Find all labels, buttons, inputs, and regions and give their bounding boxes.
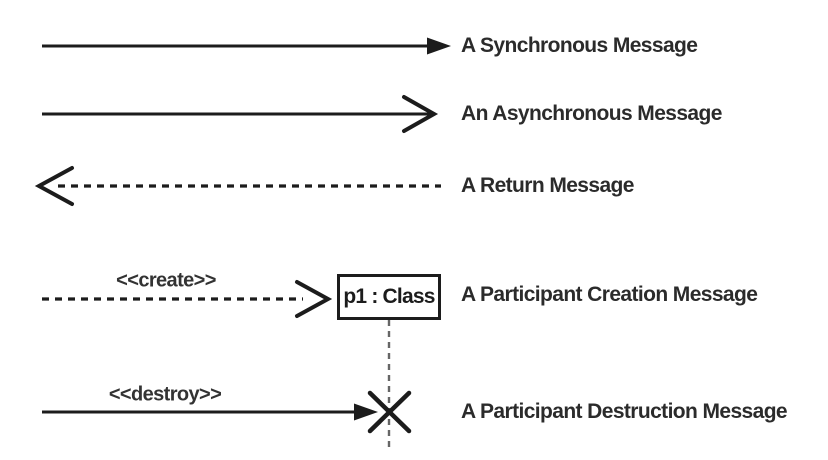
legend-label-asynchronous: An Asynchronous Message	[461, 102, 722, 125]
filled-arrowhead-icon	[427, 37, 451, 55]
destroy-stereotype-label: <<destroy>>	[108, 383, 222, 406]
legend-label-creation: A Participant Creation Message	[461, 283, 758, 306]
participant-name: p1 : Class	[343, 285, 435, 308]
open-arrowhead-icon	[34, 166, 74, 206]
destruction-message-arrow	[42, 403, 378, 421]
filled-arrowhead-icon	[354, 403, 378, 421]
legend-label-destruction: A Participant Destruction Message	[461, 400, 788, 423]
open-arrowhead-icon	[402, 95, 439, 133]
create-stereotype-label: <<create>>	[116, 269, 216, 292]
creation-message-arrow	[42, 280, 333, 318]
legend-label-synchronous: A Synchronous Message	[461, 34, 698, 57]
synchronous-message-arrow	[42, 37, 451, 55]
participant-box: p1 : Class	[337, 274, 441, 320]
return-message-arrow	[34, 166, 441, 206]
x-destruction-mark-icon	[367, 390, 412, 434]
legend-label-return: A Return Message	[461, 174, 634, 197]
open-arrowhead-icon	[295, 280, 333, 318]
asynchronous-message-arrow	[42, 95, 439, 133]
